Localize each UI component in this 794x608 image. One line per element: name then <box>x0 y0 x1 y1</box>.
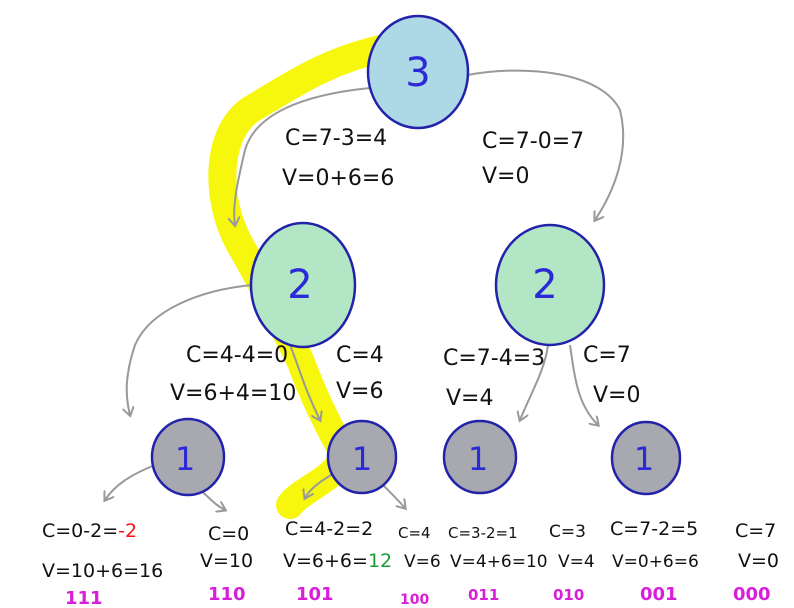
leaf-5-c: C=3-2=1 <box>448 524 518 542</box>
edge-lm-right <box>289 344 320 420</box>
node-leaf-3: 1 <box>442 419 518 495</box>
node-leaf-2-label: 1 <box>352 440 372 478</box>
node-leaf-4: 1 <box>610 420 682 496</box>
leaf-3-c: C=4-2=2 <box>285 518 373 540</box>
edge-root-right-v: V=0 <box>482 164 529 189</box>
edge-root-right-c: C=7-0=7 <box>482 129 584 154</box>
node-left-mid-label: 2 <box>287 262 312 308</box>
leaf-6-bits: 010 <box>553 586 584 604</box>
edge-leaf1-left <box>105 464 156 500</box>
edge-rm-left-v: V=4 <box>446 386 493 411</box>
leaf-2-c: C=0 <box>208 523 249 545</box>
node-right-mid-label: 2 <box>532 262 557 308</box>
edge-root-left-c: C=7-3=4 <box>285 126 387 151</box>
node-left-mid: 2 <box>249 221 357 349</box>
edge-lm-right-v: V=6 <box>336 379 383 404</box>
leaf-8-v: V=0 <box>738 550 779 572</box>
edge-lm-left <box>127 284 253 415</box>
leaf-2-bits: 110 <box>208 584 246 605</box>
edge-root-left-v: V=0+6=6 <box>282 166 394 191</box>
edge-rm-left <box>520 344 549 420</box>
edge-leaf1-right <box>199 489 225 510</box>
edge-lm-right-c: C=4 <box>336 343 384 368</box>
leaf-4-c: C=4 <box>398 524 431 542</box>
node-leaf-1-label: 1 <box>175 440 195 478</box>
node-leaf-2: 1 <box>326 419 398 495</box>
leaf-1-c: C=0-2=-2 <box>42 520 137 542</box>
leaf-3-bits: 101 <box>296 584 334 605</box>
leaf-5-bits: 011 <box>468 586 499 604</box>
leaf-8-bits: 000 <box>733 584 771 605</box>
leaf-5-v: V=4+6=10 <box>450 552 548 572</box>
leaf-7-bits: 001 <box>640 584 678 605</box>
edge-rm-right-v: V=0 <box>593 383 640 408</box>
edge-rm-right-c: C=7 <box>583 343 631 368</box>
leaf-2-v: V=10 <box>200 550 253 572</box>
edge-rm-left-c: C=7-4=3 <box>443 346 545 371</box>
node-root-label: 3 <box>405 50 430 96</box>
node-leaf-1: 1 <box>150 417 226 497</box>
leaf-7-c: C=7-2=5 <box>610 518 698 540</box>
leaf-4-v: V=6 <box>404 552 441 572</box>
leaf-3-v: V=6+6=12 <box>283 550 392 572</box>
node-root: 3 <box>366 14 470 130</box>
edge-rm-right <box>569 344 598 425</box>
leaf-outcomes: C=0-2=-2 V=10+6=16 111 C=0 V=10 110 C=4-… <box>42 518 779 608</box>
leaf-6-c: C=3 <box>549 522 586 542</box>
node-leaf-3-label: 1 <box>468 440 488 478</box>
leaf-6-v: V=4 <box>558 552 595 572</box>
leaf-1-v: V=10+6=16 <box>42 560 163 582</box>
edge-root-right <box>467 69 625 220</box>
leaf-8-c: C=7 <box>735 520 776 542</box>
leaf-4-bits: 100 <box>400 592 429 608</box>
node-right-mid: 2 <box>494 223 606 347</box>
leaf-1-bits: 111 <box>65 588 103 608</box>
node-leaf-4-label: 1 <box>634 440 654 478</box>
edge-root-left <box>234 87 371 225</box>
edge-lm-left-c: C=4-4=0 <box>186 343 288 368</box>
edge-lm-left-v: V=6+4=10 <box>170 381 296 406</box>
leaf-7-v: V=0+6=6 <box>612 552 699 572</box>
